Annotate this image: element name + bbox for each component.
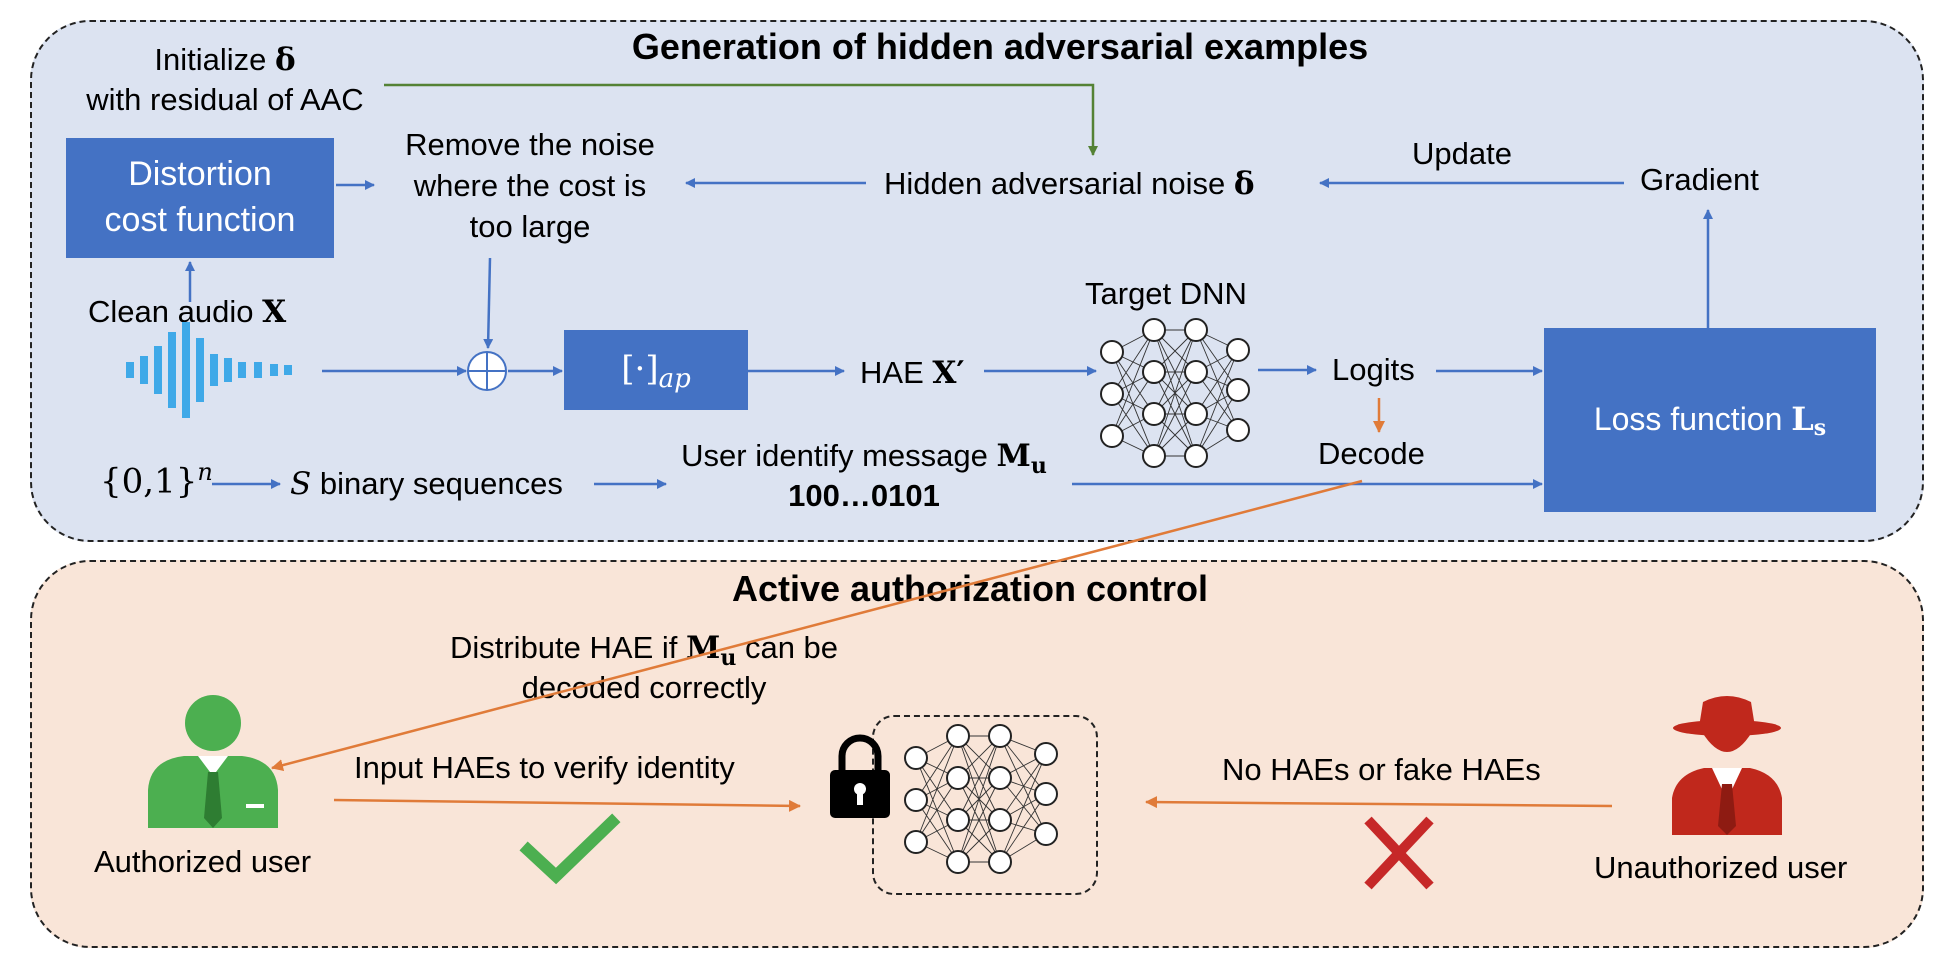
remove-line-2: where the cost is [413, 168, 647, 204]
remove-line-3: too large [469, 209, 591, 245]
distortion-cost-function-box: Distortion cost function [66, 138, 334, 258]
cross-icon [1364, 816, 1434, 890]
init-arrow [384, 83, 1098, 156]
hae-label: HAE X′ [860, 353, 965, 393]
check-icon [519, 813, 621, 885]
binary-seq-text: binary sequences [319, 466, 563, 501]
distribute-var: M [686, 630, 721, 666]
remove-to-oplus-arrow [483, 257, 494, 349]
set-exp: n [197, 458, 213, 486]
distribute-sub: u [720, 645, 737, 671]
clip-op: [·] [621, 349, 659, 390]
decode-label: Decode [1318, 436, 1425, 471]
target-dnn-label: Target DNN [1085, 276, 1247, 311]
user-to-model-arrow [333, 798, 801, 812]
attacker-to-model-arrow [1145, 796, 1613, 809]
noise-delta-symbol: δ [1233, 166, 1255, 202]
clip-operator-box: [·]ap [564, 330, 748, 410]
remove-line-1: Remove the noise [405, 127, 655, 162]
hae-text: HAE [860, 355, 924, 390]
clean-audio-label: Clean audio X [88, 292, 286, 332]
authorization-panel [30, 560, 1924, 948]
distribute-label: Distribute HAE if Mu can be decoded corr… [424, 628, 864, 709]
initialize-text: Initialize [154, 42, 267, 77]
binary-sequences-label: S binary sequences [290, 464, 563, 504]
loss-var: L [1791, 400, 1814, 439]
hidden-noise-label: Hidden adversarial noise δ [884, 164, 1255, 204]
distribute-text-3: decoded correctly [521, 670, 767, 706]
authorized-user-icon [148, 695, 278, 828]
initialize-text-2: with residual of AAC [86, 82, 364, 118]
unauthorized-user-label: Unauthorized user [1594, 850, 1848, 885]
target-dnn-network [1100, 318, 1250, 468]
set-expr-text: {0,1} [100, 461, 198, 502]
logits-label: Logits [1332, 352, 1415, 387]
gradient-label: Gradient [1640, 162, 1759, 197]
initialize-label: Initialize δ with residual of AAC [60, 40, 390, 121]
decode-to-user-arrow [271, 479, 1363, 772]
user-message-label: User identify message Mu 100…0101 [654, 436, 1074, 517]
loss-text: Loss function [1593, 401, 1783, 438]
loss-sub: s [1813, 415, 1827, 442]
msg-bits: 100…0101 [788, 478, 940, 514]
authorized-user-label: Authorized user [94, 844, 312, 879]
s-var: S [290, 466, 312, 502]
msg-text: User identify message [681, 438, 988, 473]
distribute-text-2: can be [744, 630, 839, 665]
distortion-line-2: cost function [104, 201, 296, 239]
oplus-symbol [467, 351, 507, 391]
hae-var: X′ [932, 355, 965, 391]
authorization-title: Active authorization control [731, 568, 1209, 609]
init-delta-symbol: δ [274, 42, 296, 78]
input-haes-label: Input HAEs to verify identity [354, 750, 735, 785]
hidden-noise-text: Hidden adversarial noise [884, 166, 1226, 201]
msg-sub: u [1030, 453, 1047, 479]
audio-waveform-icon [126, 322, 292, 418]
unauthorized-user-icon [1672, 696, 1782, 835]
protected-model-network [904, 724, 1058, 874]
no-haes-label: No HAEs or fake HAEs [1222, 752, 1541, 787]
remove-noise-label: Remove the noise where the cost is too l… [380, 124, 680, 248]
clean-audio-var: X [262, 294, 287, 330]
distortion-line-1: Distortion [128, 155, 272, 194]
set-expression: {0,1}n [100, 457, 213, 504]
clip-subscript: ap [658, 364, 691, 395]
generation-title: Generation of hidden adversarial example… [631, 26, 1369, 67]
distribute-text-1: Distribute HAE if [449, 630, 678, 665]
lock-icon [830, 734, 890, 818]
clean-audio-text: Clean audio [88, 294, 254, 329]
update-label: Update [1412, 136, 1512, 171]
msg-var: M [996, 438, 1031, 474]
